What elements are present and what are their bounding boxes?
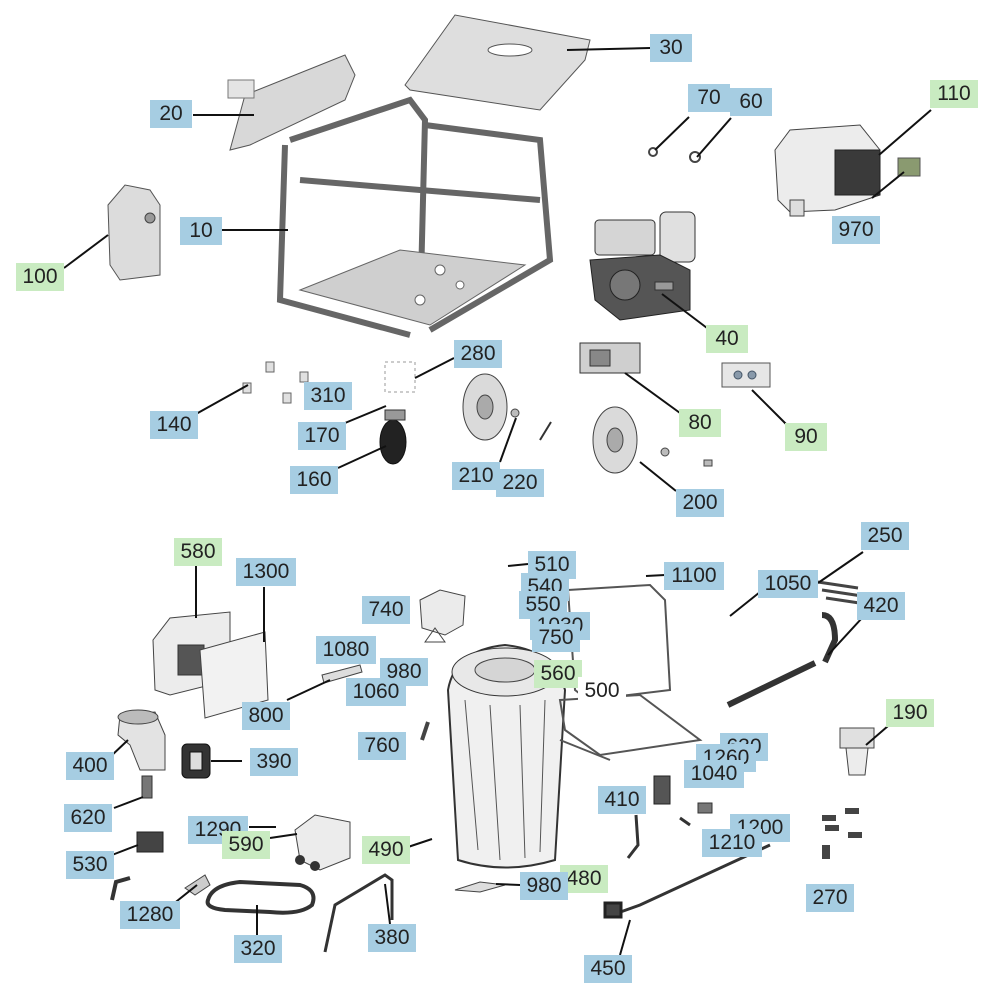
fuel-tube — [626, 814, 640, 859]
side-panel — [227, 54, 356, 151]
callout-label-210: 210 — [452, 462, 500, 490]
callout-label-450: 450 — [584, 955, 632, 983]
fuel-tank — [774, 124, 881, 217]
callout-label-160: 160 — [290, 466, 338, 494]
hose-elbow — [821, 612, 839, 664]
callout-label-280: 280 — [454, 340, 502, 368]
callout-label-90: 90 — [785, 423, 827, 451]
callout-label-20: 20 — [150, 100, 192, 128]
callout-label-530: 530 — [66, 851, 114, 879]
callout-label-760: 760 — [358, 732, 406, 760]
control-box-cover — [199, 631, 269, 719]
pressure-switch — [419, 589, 466, 643]
callout-label-1280: 1280 — [120, 901, 180, 929]
callout-label-970: 970 — [832, 216, 880, 244]
callout-label-270: 270 — [806, 884, 854, 912]
callout-label-980-lower: 980 — [520, 872, 568, 900]
callout-label-310: 310 — [304, 382, 352, 410]
top-cover-panel — [404, 14, 591, 111]
axle-pin — [510, 408, 552, 441]
small-hardware — [242, 361, 416, 404]
small-pin — [420, 721, 430, 741]
igniter-box — [294, 814, 351, 871]
wheel-left — [462, 373, 508, 441]
frame-floor-plate — [298, 249, 527, 326]
high-pressure-hose — [726, 660, 817, 708]
callout-label-390: 390 — [250, 748, 298, 776]
callout-label-560: 560 — [534, 660, 582, 688]
callout-label-1050: 1050 — [758, 570, 818, 598]
callout-label-800: 800 — [242, 702, 290, 730]
grommet — [181, 743, 211, 779]
callout-label-400: 400 — [66, 752, 114, 780]
callout-label-740: 740 — [362, 596, 410, 624]
callout-label-320: 320 — [234, 935, 282, 963]
callout-label-420: 420 — [857, 592, 905, 620]
pump — [579, 342, 641, 374]
screws — [822, 808, 862, 859]
regulator-valve — [653, 775, 671, 805]
callout-label-490: 490 — [362, 836, 410, 864]
small-valve — [141, 775, 153, 799]
support-frame — [558, 583, 703, 761]
callout-label-200: 200 — [676, 489, 724, 517]
heating-coil-boiler — [446, 643, 567, 869]
callout-label-1210: 1210 — [702, 829, 762, 857]
callout-label-220: 220 — [496, 469, 544, 497]
callout-label-140: 140 — [150, 411, 198, 439]
solenoid-valve — [136, 831, 164, 853]
callout-label-620: 620 — [64, 804, 112, 832]
callout-label-100: 100 — [16, 263, 64, 291]
engine — [589, 211, 696, 321]
callout-label-1100: 1100 — [664, 562, 724, 590]
callout-label-60: 60 — [730, 88, 772, 116]
valve-block — [721, 362, 771, 388]
air-elbow — [117, 709, 166, 771]
callout-label-480: 480 — [560, 865, 608, 893]
callout-label-40: 40 — [706, 325, 748, 353]
callout-label-580: 580 — [174, 538, 222, 566]
callout-label-10: 10 — [180, 217, 222, 245]
small-rings — [648, 147, 701, 163]
mounting-strip — [321, 664, 363, 684]
callout-label-110: 110 — [930, 80, 978, 108]
callout-label-380: 380 — [368, 924, 416, 952]
fan-shroud — [107, 184, 161, 281]
callout-label-70: 70 — [688, 84, 730, 112]
callout-label-750: 750 — [532, 624, 580, 652]
callout-label-1060: 1060 — [346, 678, 406, 706]
callout-label-30: 30 — [650, 34, 692, 62]
bent-rod — [323, 873, 394, 953]
callout-label-500: 500 — [578, 677, 626, 705]
wheel-right — [592, 406, 713, 474]
callout-label-250: 250 — [861, 522, 909, 550]
callout-label-80: 80 — [679, 409, 721, 437]
callout-label-1080: 1080 — [316, 636, 376, 664]
fitting-1200 — [679, 802, 713, 827]
water-filter — [839, 727, 875, 776]
callout-label-190: 190 — [886, 699, 934, 727]
callout-label-410: 410 — [598, 786, 646, 814]
roll-frame — [276, 96, 554, 338]
callout-label-1040: 1040 — [684, 760, 744, 788]
fuel-line — [603, 843, 771, 919]
callout-label-1300: 1300 — [236, 558, 296, 586]
callout-label-170: 170 — [298, 422, 346, 450]
callout-label-590: 590 — [222, 831, 270, 859]
pipe-fitting — [110, 876, 131, 901]
caster-wheel — [379, 409, 407, 465]
